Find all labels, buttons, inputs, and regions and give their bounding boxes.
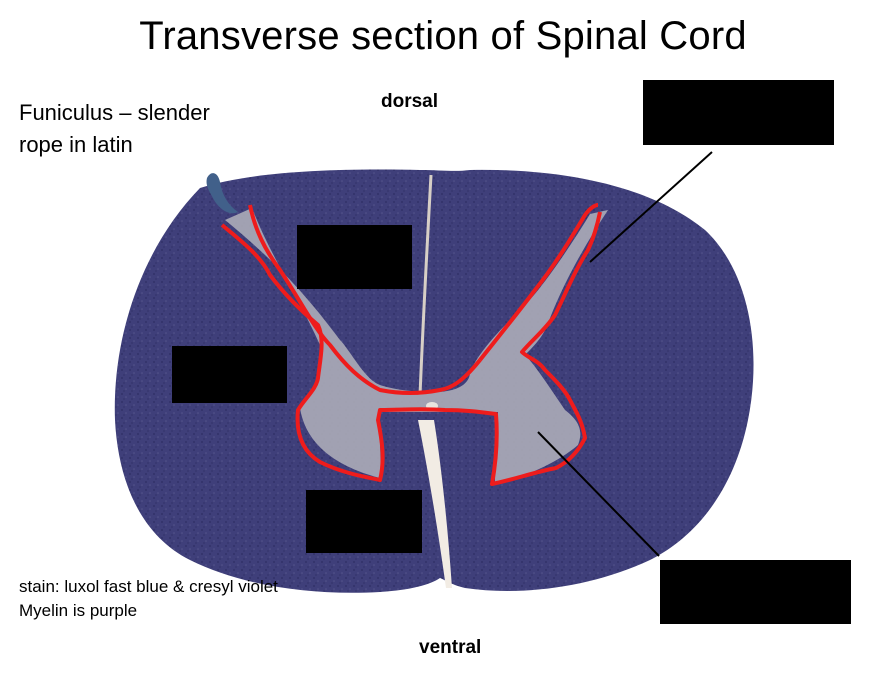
hidden-label-dorsal-funiculus: [297, 225, 412, 289]
leader-line-top-right: [589, 151, 713, 263]
dorsal-median-septum: [418, 174, 433, 396]
white-matter: [114, 169, 754, 593]
hidden-label-lateral-funiculus: [172, 346, 287, 403]
hidden-label-ventral-funiculus: [306, 490, 422, 553]
funiculus-note-line-2: rope in latin: [19, 132, 133, 157]
page-title: Transverse section of Spinal Cord: [139, 14, 747, 58]
dorsal-root-tag: [206, 173, 238, 214]
dorsal-label: dorsal: [381, 91, 439, 112]
funiculus-note: Funiculus – slender rope in latin: [19, 97, 210, 161]
stain-note-line-1: stain: luxol fast blue & cresyl violet: [19, 577, 278, 596]
stain-note: stain: luxol fast blue & cresyl violet M…: [19, 575, 278, 623]
gray-matter: [225, 208, 608, 485]
stain-note-line-2: Myelin is purple: [19, 601, 138, 620]
ventral-median-fissure: [418, 420, 452, 588]
ventral-label: ventral: [419, 637, 482, 658]
hidden-label-top-right: [643, 80, 834, 145]
gray-matter-outline: [220, 211, 602, 486]
hidden-label-bottom-right: [660, 560, 851, 624]
dorsal-horn-outline-left: [248, 204, 482, 395]
funiculus-note-line-1: Funiculus – slender: [19, 100, 210, 125]
dorsal-horn-outline-right: [478, 203, 599, 362]
leader-line-bottom-right: [537, 431, 660, 557]
